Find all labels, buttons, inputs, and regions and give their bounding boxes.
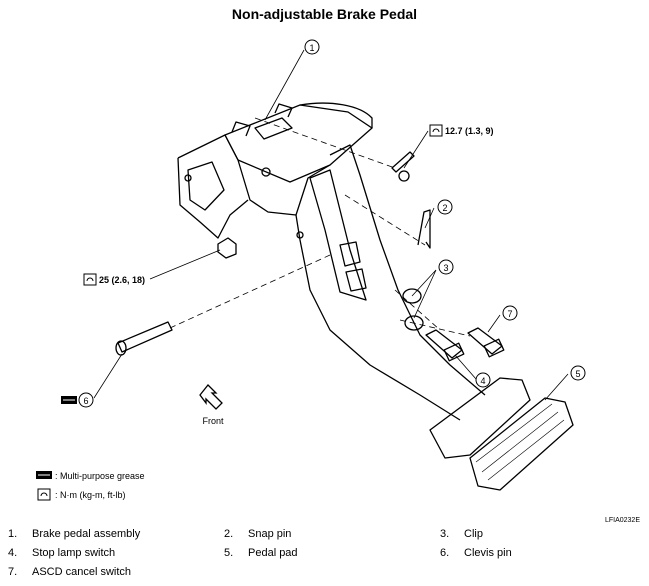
- ascd-switch-body: [467, 327, 503, 355]
- arm-pivot-hole: [296, 231, 304, 239]
- svg-text:1: 1: [309, 43, 314, 53]
- clip-upper: [402, 288, 422, 304]
- legend-grease-text: : Multi-purpose grease: [55, 471, 145, 481]
- pedal-pad-ribs: [475, 403, 565, 481]
- legend-grease-icon: [36, 471, 52, 479]
- arm-slot-lower: [345, 268, 367, 292]
- bracket-hole: [261, 167, 271, 177]
- bracket-cutout: [187, 161, 225, 211]
- bracket-rim: [299, 102, 373, 128]
- svg-text:6: 6: [83, 396, 88, 406]
- brake-pedal-assembly-drawing: [93, 49, 574, 491]
- bracket-tab-right: [274, 103, 293, 118]
- mounting-bolt: [391, 151, 415, 173]
- bracket-lower-edge: [177, 157, 249, 239]
- svg-text:3: 3: [443, 263, 448, 273]
- callout-1: 1: [304, 39, 320, 55]
- svg-text:25 (2.6, 18): 25 (2.6, 18): [99, 275, 145, 285]
- pedal-pad-right: [469, 397, 574, 491]
- parts-list-item: 2.Snap pin: [224, 528, 292, 540]
- alignment-lines: [169, 117, 471, 337]
- diagram-title: Non-adjustable Brake Pedal: [231, 6, 418, 22]
- pedal-arm-right: [329, 144, 486, 396]
- torque-spec-nut: 25 (2.6, 18): [83, 273, 145, 286]
- parts-list-item: 5.Pedal pad: [224, 547, 298, 559]
- svg-text:5: 5: [575, 369, 580, 379]
- parts-list-item: 6.Clevis pin: [440, 547, 512, 559]
- legend-torque-text: : N·m (kg-m, ft-lb): [55, 490, 126, 500]
- arm-slot-upper: [339, 241, 361, 267]
- figure-code: LFIA0232E: [605, 517, 640, 524]
- svg-text:12.7 (1.3, 9): 12.7 (1.3, 9): [445, 126, 494, 136]
- svg-text:2: 2: [442, 203, 447, 213]
- bracket-top-plate: [224, 104, 373, 183]
- ascd-switch-connector: [483, 338, 505, 358]
- callout-6: 6: [78, 392, 94, 408]
- pedal-arm-left: [295, 214, 461, 421]
- grease-icon: [61, 396, 77, 404]
- snap-pin-drawing: [417, 209, 431, 249]
- front-label: Front: [202, 416, 224, 426]
- bracket-slot: [254, 117, 293, 140]
- bracket-side-wall: [177, 134, 331, 216]
- callout-7: 7: [502, 305, 518, 321]
- pedal-arm-web: [309, 169, 367, 301]
- svg-text:7: 7: [507, 309, 512, 319]
- torque-spec-bolt: 12.7 (1.3, 9): [429, 124, 494, 137]
- clip-lower: [404, 315, 424, 331]
- parts-list-item: 3.Clip: [440, 528, 483, 540]
- svg-text:4: 4: [480, 376, 485, 386]
- leader-lines: [93, 49, 569, 401]
- clevis-pin-shaft: [117, 321, 173, 353]
- bracket-rivet: [184, 174, 192, 182]
- callout-5: 5: [570, 365, 586, 381]
- clevis-pin-head: [115, 340, 127, 356]
- legend-torque-icon: [37, 488, 51, 501]
- parts-list-item: 4.Stop lamp switch: [8, 547, 116, 559]
- bracket-tab-left: [231, 121, 251, 137]
- callout-3: 3: [438, 259, 454, 275]
- front-arrow-icon: [199, 384, 223, 410]
- stop-lamp-switch-connector: [443, 342, 465, 362]
- mounting-bolt-head: [398, 170, 410, 182]
- parts-list-item: 7.ASCD cancel switch: [8, 566, 132, 578]
- torque-icon: [83, 273, 97, 286]
- parts-list-item: 1.Brake pedal assembly: [8, 528, 141, 540]
- pedal-pad-left: [429, 377, 531, 459]
- callout-4: 4: [475, 372, 491, 388]
- callout-2: 2: [437, 199, 453, 215]
- bracket-nut: [217, 237, 237, 259]
- torque-icon: [429, 124, 443, 137]
